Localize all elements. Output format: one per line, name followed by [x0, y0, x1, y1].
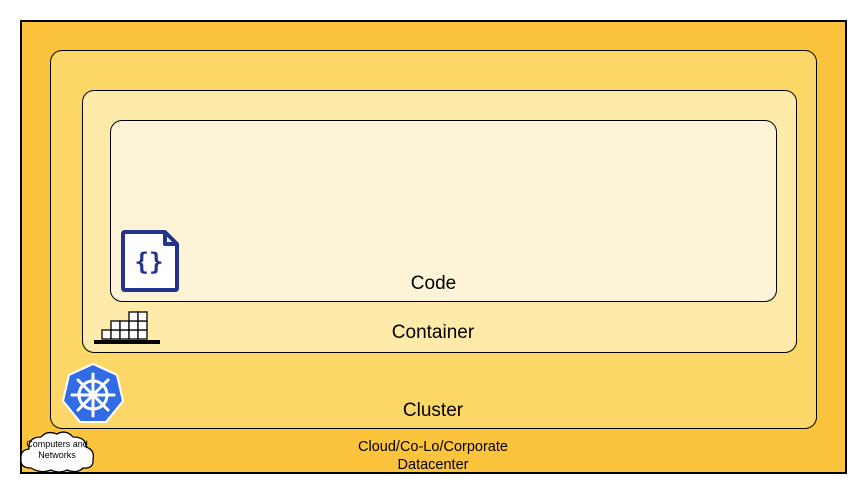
container-layer-label: Container	[391, 322, 475, 343]
container-stack-icon	[94, 311, 160, 344]
code-layer-label: Code	[410, 273, 457, 294]
code-layer	[110, 120, 777, 302]
kubernetes-icon	[61, 362, 125, 423]
cluster-layer-label: Cluster	[402, 400, 464, 421]
cloud-shape-label: Computers and Networks	[26, 439, 88, 460]
cloud-icon	[20, 431, 94, 473]
datacenter-layer-label: Cloud/Co-Lo/Corporate Datacenter	[358, 439, 508, 473]
code-file-icon: {}	[121, 230, 179, 292]
svg-text:{}: {}	[135, 248, 164, 276]
